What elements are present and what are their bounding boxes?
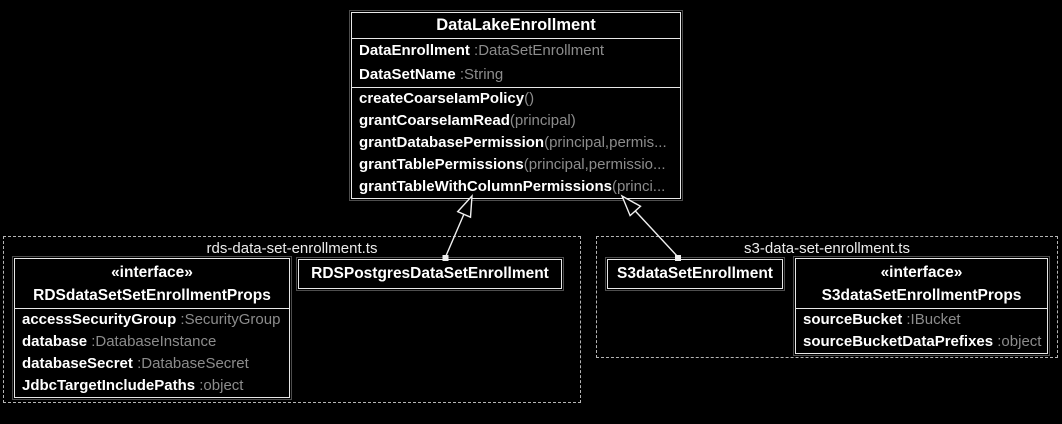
hollow-triangle-arrowhead <box>456 194 473 219</box>
attribute-type: :object <box>993 333 1042 350</box>
attribute-name: accessSecurityGroup <box>22 311 177 328</box>
method-params: (princi... <box>611 178 666 195</box>
method-params: (principal,permissio... <box>523 156 666 173</box>
class-datalakeenrollment: DataLakeEnrollment DataEnrollment :DataS… <box>349 10 683 201</box>
method-row: createCoarseIamPolicy() <box>352 88 680 110</box>
attribute-row: databaseSecret :DatabaseSecret <box>15 353 289 375</box>
attribute-name: JdbcTargetIncludePaths <box>22 377 196 394</box>
attribute-row: sourceBucketDataPrefixes :object <box>796 331 1047 353</box>
module-label: rds-data-set-enrollment.ts <box>206 240 378 257</box>
attribute-type: :DatabaseInstance <box>87 333 217 350</box>
class-title: S3dataSetEnrollment <box>617 265 773 282</box>
attributes-section: sourceBucket :IBucket sourceBucketDataPr… <box>796 308 1047 353</box>
interface-header: «interface» S3dataSetEnrollmentProps <box>796 259 1047 308</box>
class-title: RDSdataSetSetEnrollmentProps <box>33 287 271 304</box>
attribute-type: :DataSetEnrollment <box>469 42 605 59</box>
attribute-type: :SecurityGroup <box>176 311 281 328</box>
method-name: grantTableWithColumnPermissions <box>359 178 612 195</box>
method-name: createCoarseIamPolicy <box>359 90 525 107</box>
class-rdspostgresdatasetenrollment: RDSPostgresDataSetEnrollment <box>296 257 564 291</box>
method-name: grantDatabasePermission <box>359 134 545 151</box>
class-rdsdatasetsetenrollmentprops: «interface» RDSdataSetSetEnrollmentProps… <box>12 256 292 400</box>
class-title: RDSPostgresDataSetEnrollment <box>311 265 549 282</box>
attribute-type: :String <box>455 66 504 83</box>
attribute-row: database :DatabaseInstance <box>15 331 289 353</box>
attribute-name: DataSetName <box>359 66 456 83</box>
attribute-type: :object <box>195 377 244 394</box>
attribute-name: sourceBucketDataPrefixes <box>803 333 994 350</box>
class-s3datasetenrollmentprops: «interface» S3dataSetEnrollmentProps sou… <box>793 256 1050 356</box>
method-row: grantCoarseIamRead(principal) <box>352 110 680 132</box>
attribute-type: :IBucket <box>902 311 961 328</box>
class-title: DataLakeEnrollment <box>436 16 596 34</box>
attributes-section: DataEnrollment :DataSetEnrollment DataSe… <box>352 38 680 87</box>
method-name: grantCoarseIamRead <box>359 112 510 129</box>
method-params: () <box>524 90 535 107</box>
attribute-row: JdbcTargetIncludePaths :object <box>15 375 289 397</box>
class-s3datasetenrollment: S3dataSetEnrollment <box>605 257 785 291</box>
attribute-row: DataSetName :String <box>352 63 680 87</box>
attribute-row: DataEnrollment :DataSetEnrollment <box>352 39 680 63</box>
method-name: grantTablePermissions <box>359 156 524 173</box>
attribute-name: database <box>22 333 88 350</box>
methods-section: createCoarseIamPolicy() grantCoarseIamRe… <box>352 87 680 198</box>
stereotype-label: «interface» <box>111 264 193 281</box>
stereotype-label: «interface» <box>880 264 963 281</box>
attribute-name: databaseSecret <box>22 355 133 372</box>
method-row: grantTableWithColumnPermissions(princi..… <box>352 176 680 198</box>
module-label: s3-data-set-enrollment.ts <box>744 240 910 257</box>
attribute-type: :DatabaseSecret <box>132 355 249 372</box>
attributes-section: accessSecurityGroup :SecurityGroup datab… <box>15 308 289 397</box>
attribute-row: sourceBucket :IBucket <box>796 309 1047 331</box>
interface-header: «interface» RDSdataSetSetEnrollmentProps <box>15 259 289 308</box>
method-row: grantTablePermissions(principal,permissi… <box>352 154 680 176</box>
method-row: grantDatabasePermission(principal,permis… <box>352 132 680 154</box>
method-params: (principal) <box>509 112 576 129</box>
attribute-name: sourceBucket <box>803 311 903 328</box>
method-params: (principal,permis... <box>544 134 667 151</box>
attribute-name: DataEnrollment <box>359 42 470 59</box>
class-title: S3dataSetEnrollmentProps <box>821 287 1022 304</box>
attribute-row: accessSecurityGroup :SecurityGroup <box>15 309 289 331</box>
